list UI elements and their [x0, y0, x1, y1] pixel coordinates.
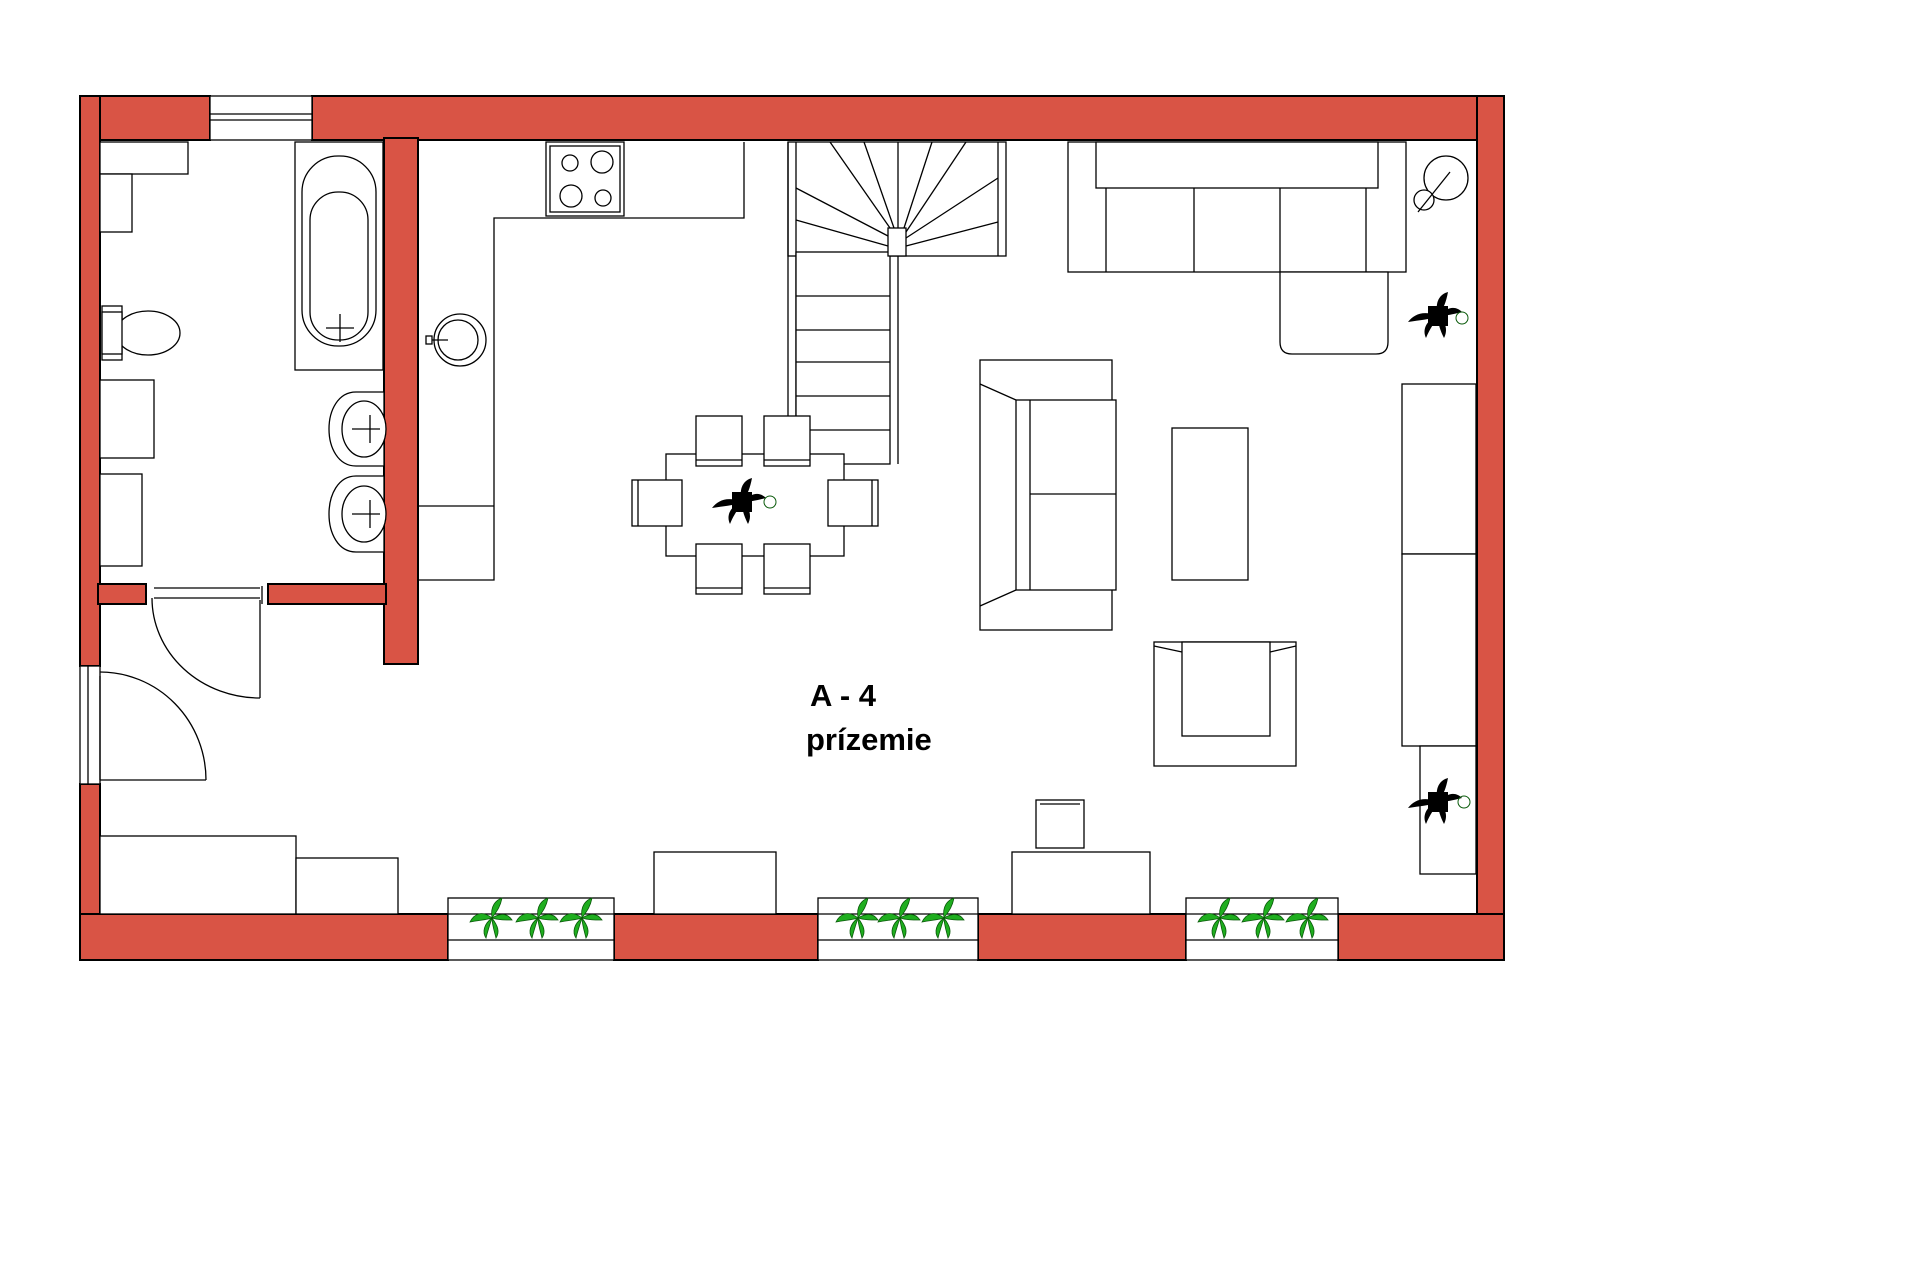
- bathtub-icon: [294, 141, 384, 371]
- window-top: [209, 95, 313, 141]
- entry-wardrobe: [99, 835, 399, 915]
- plant-icon: [1408, 292, 1469, 338]
- staircase: [787, 141, 1007, 465]
- corner-sofa: [1067, 141, 1407, 355]
- window-planter: [817, 897, 979, 961]
- window-planter: [1185, 897, 1339, 961]
- sink-icon: [328, 391, 387, 467]
- entry-opening-left: [79, 665, 101, 785]
- window-planter: [447, 897, 615, 961]
- entrance-door[interactable]: [99, 671, 207, 781]
- armchair: [1153, 641, 1297, 767]
- plant-icon: [712, 478, 777, 524]
- bathroom: [99, 141, 387, 567]
- sofa: [979, 359, 1117, 631]
- lamp-icon: [1413, 155, 1469, 213]
- tv-cabinet: [1401, 383, 1477, 875]
- sink-icon: [328, 475, 387, 553]
- sideboard: [653, 851, 777, 915]
- plant-icon: [1408, 778, 1471, 824]
- interior-walls: [97, 137, 419, 665]
- kitchen-counter: [417, 142, 745, 581]
- sink-icon: [425, 313, 487, 367]
- dining-table: [665, 453, 845, 557]
- floor-label: prízemie: [806, 722, 932, 757]
- unit-label: A - 4: [810, 678, 877, 713]
- coffee-table: [1171, 427, 1249, 581]
- dining-chairs: [631, 415, 879, 595]
- bathroom-door[interactable]: [145, 586, 263, 699]
- stove-icon: [545, 141, 625, 217]
- bath-cabinet: [99, 379, 155, 459]
- bath-shelf: [99, 473, 143, 567]
- toilet-icon: [101, 305, 181, 361]
- floor-plan: A - 4 prízemie: [79, 95, 1505, 961]
- desk: [1011, 799, 1151, 915]
